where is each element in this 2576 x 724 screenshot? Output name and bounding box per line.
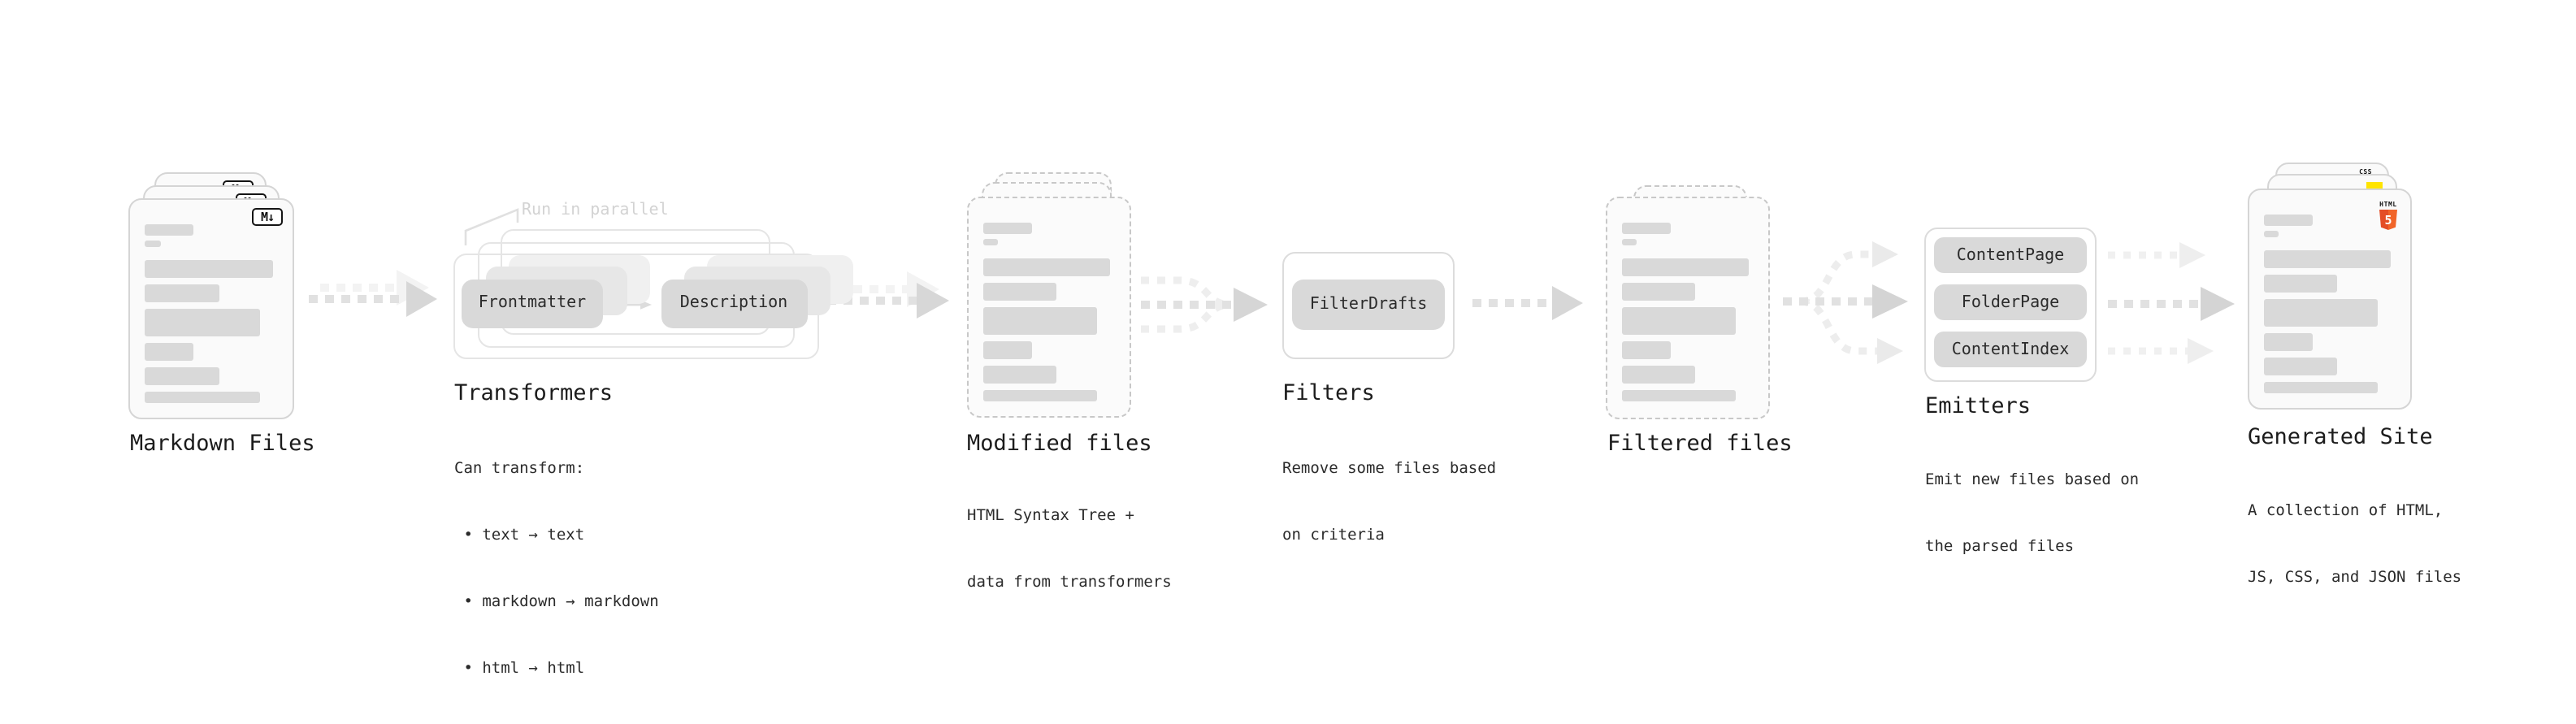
contentpage-chip: ContentPage [1934,237,2087,273]
stage-desc-modified-files: HTML Syntax Tree + data from transformer… [967,507,1172,592]
stage-desc-generated-site: A collection of HTML, JS, CSS, and JSON … [2248,502,2462,587]
contentindex-chip: ContentIndex [1934,332,2087,367]
stage-label-modified-files: Modified files [967,430,1152,456]
stage-desc-emitters: Emit new files based on the parsed files [1925,471,2140,556]
stage-desc-filters: Remove some files based on criteria [1282,460,1497,544]
description-chip: Description [661,279,807,327]
stage-label-emitters: Emitters [1925,392,2032,418]
markdown-file-front: M↓ [128,198,294,419]
modified-file-front [966,197,1131,417]
generated-file-html: HTML 5 [2247,189,2412,409]
stage-label-filtered-files: Filtered files [1607,430,1793,456]
stage-desc-transformers: Can transform: • text → text • markdown … [454,460,659,678]
file-content-placeholder [145,224,278,403]
html5-icon: HTML 5 [2378,201,2399,230]
frontmatter-chip: Frontmatter [462,279,603,327]
run-in-parallel-annotation: Run in parallel [522,201,669,219]
pipeline-diagram: M↓ M↓ M↓ Markdown Files Run in parallel … [128,162,2462,678]
stage-label-transformers: Transformers [454,379,614,405]
arrow-filtered-to-emitters [1783,241,1908,364]
folderpage-chip: FolderPage [1934,284,2087,320]
stage-label-filters: Filters [1282,379,1375,405]
file-content-placeholder [1621,223,1754,401]
arrow-emitters-to-generated [2108,242,2235,364]
filtered-file-front [1605,197,1770,418]
stage-label-markdown-files: Markdown Files [130,430,315,456]
arrow-markdown-to-transformers [309,270,437,317]
filterdrafts-chip: FilterDrafts [1292,279,1445,329]
arrow-filters-to-filtered [1472,286,1583,320]
markdown-icon: M↓ [252,208,283,226]
arrow-modified-to-filters [1141,276,1268,333]
file-content-placeholder [2263,215,2396,393]
stage-label-generated-site: Generated Site [2248,423,2433,449]
file-content-placeholder [982,223,1115,401]
